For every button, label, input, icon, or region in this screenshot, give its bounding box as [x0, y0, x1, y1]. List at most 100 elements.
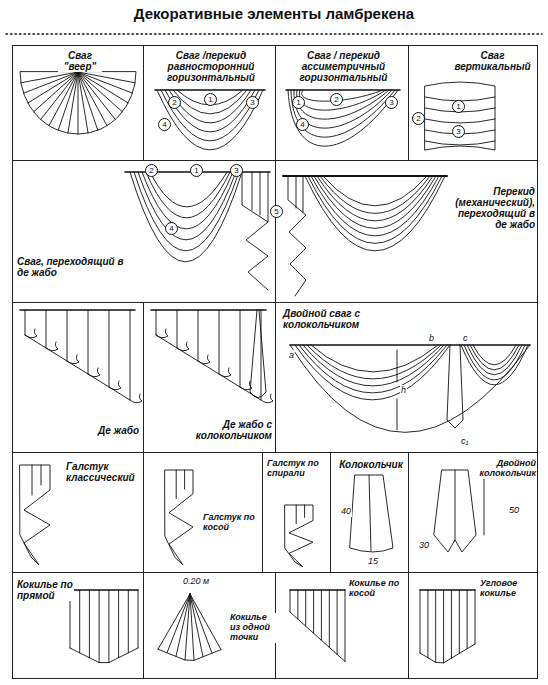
element-label: Кокилье по косой [348, 579, 408, 599]
drape-line [138, 590, 139, 648]
callout-number: 1 [452, 100, 465, 113]
callout-number: 2 [412, 112, 425, 125]
drape-line [290, 344, 530, 346]
callout-number: 3 [246, 96, 259, 109]
dimension-label: c₁ [460, 436, 469, 447]
drape-line [369, 475, 371, 551]
drape-line [288, 90, 398, 146]
drape-line [285, 505, 313, 567]
drape-line [67, 310, 68, 361]
element-label: Де жабо [58, 425, 140, 436]
drape-line [314, 176, 436, 229]
drape-line [177, 310, 178, 348]
drape-line [99, 590, 100, 663]
drape-line [420, 644, 475, 663]
drape-line [158, 594, 190, 649]
drape-line [128, 590, 129, 653]
drape-line [190, 594, 212, 653]
drape-line [337, 590, 338, 654]
drape-line [434, 470, 476, 552]
drape-line [20, 465, 50, 565]
element-label: Де жабо с колокольчиком [189, 419, 273, 441]
element-label: Сваг вертикальный [449, 50, 536, 72]
element-cell: Сваг "веер" [12, 45, 144, 161]
drape-line [150, 172, 227, 207]
element-label: Двойной колокольчик [477, 459, 537, 479]
drape-line [307, 345, 441, 379]
drape-line [296, 176, 303, 212]
element-label: Сваг, переходящий в де жабо [16, 256, 128, 278]
dimension-label: 40 [340, 506, 352, 517]
callout-number: 2 [145, 164, 158, 177]
drape-line [89, 590, 90, 658]
callout-number: 1 [190, 164, 203, 177]
drape-line [20, 72, 136, 134]
drape-line [459, 590, 460, 653]
drape-line [138, 172, 236, 240]
callout-number: 4 [296, 118, 309, 131]
drape-line [467, 345, 522, 375]
element-label: Сваг /перекид равносторонний горизонталь… [152, 50, 270, 83]
drape-line [461, 345, 528, 385]
callout-number: 5 [270, 205, 283, 218]
element-label: Галстук по спирали [266, 459, 330, 479]
drape-line [108, 590, 109, 663]
drape-line [79, 590, 80, 653]
drape-line [156, 310, 157, 335]
drape-line [165, 470, 193, 565]
callout-number: 3 [230, 164, 243, 177]
callout-number: 2 [168, 96, 181, 109]
drape-line [317, 176, 433, 221]
drape-line [78, 72, 115, 120]
element-cell: Галстук классический [12, 452, 144, 573]
drape-line [25, 335, 130, 400]
drape-line [304, 505, 305, 517]
drape-line [70, 648, 138, 663]
drape-line [320, 176, 430, 214]
drape-line [303, 345, 444, 386]
drape-line [78, 72, 98, 130]
dimension-label: c [462, 333, 469, 344]
drape-line [473, 345, 516, 365]
drape-line [323, 176, 427, 206]
element-label: Сваг "веер" [58, 50, 102, 72]
drape-line [305, 590, 306, 626]
drape-line [169, 90, 251, 123]
callout-number: 1 [204, 93, 217, 106]
drape-line [165, 90, 255, 132]
element-label: Галстук по косой [202, 513, 262, 533]
drape-line [345, 590, 346, 662]
drape-line [88, 310, 89, 374]
drape-line [158, 649, 221, 660]
drape-line [190, 594, 203, 657]
drape-line [142, 172, 233, 229]
dimension-label: 0.20 м [182, 576, 210, 587]
drape-line [32, 465, 33, 495]
drape-line [305, 176, 445, 251]
drape-line [49, 72, 78, 126]
element-cell: Сваг вертикальный [408, 45, 538, 161]
drape-line [130, 394, 142, 403]
dimension-label: b [428, 333, 435, 344]
drape-line [297, 90, 389, 119]
drape-line [290, 590, 291, 612]
drape-line [447, 345, 463, 428]
element-label: Кокилье из одной точки [229, 613, 277, 643]
drape-line [41, 465, 42, 485]
drape-line [299, 90, 386, 110]
drape-line [295, 345, 450, 400]
drape-line [20, 309, 135, 311]
element-label: Двойной сваг с колокольчиком [282, 308, 396, 330]
dimension-label: h [400, 385, 407, 396]
drape-line [451, 590, 452, 658]
drape-line [24, 72, 79, 93]
drape-line [470, 345, 519, 370]
drape-line [190, 594, 221, 650]
element-cell: Де жабо с колокольчиком [143, 302, 276, 453]
drape-line [46, 310, 47, 348]
drape-line [425, 119, 495, 123]
element-cell: Кокилье по косой [275, 572, 409, 679]
drape-line [146, 172, 230, 218]
element-label: Кокилье по прямой [16, 579, 74, 601]
callout-number: 4 [158, 118, 171, 131]
